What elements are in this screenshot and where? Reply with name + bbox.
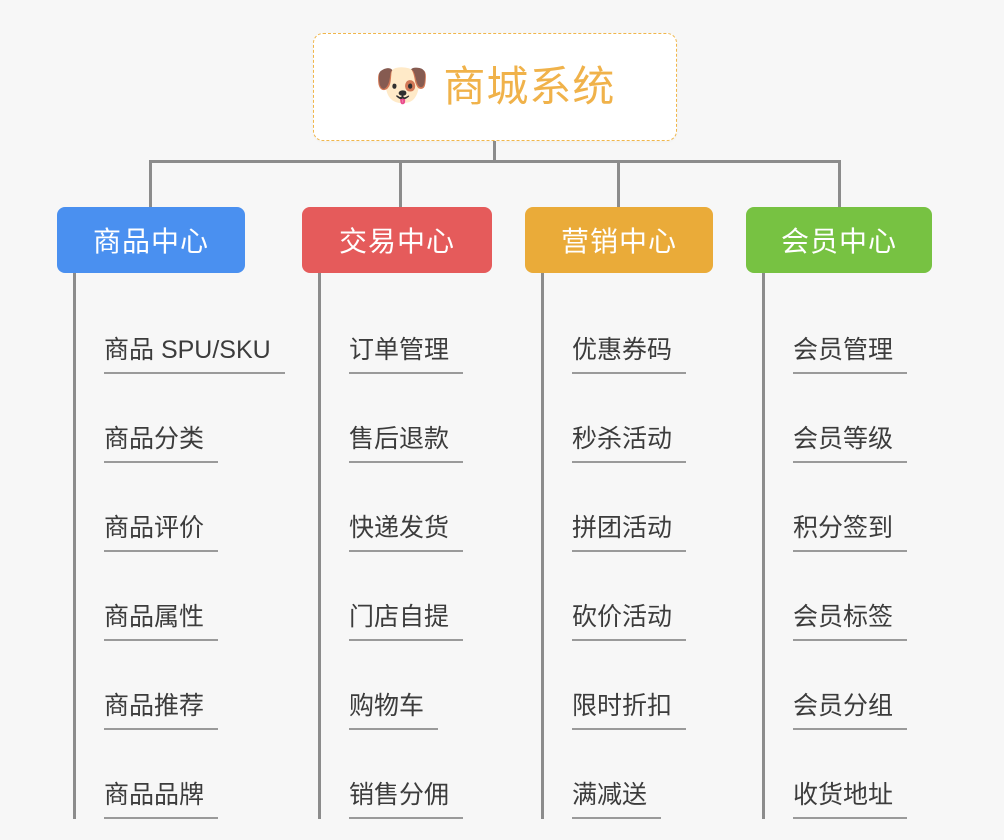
list-item[interactable]: 商品评价 — [76, 463, 285, 552]
root-node[interactable]: 🐶 商城系统 — [313, 33, 677, 141]
connector-root-stem — [493, 141, 496, 163]
leaf-label: 商品分类 — [104, 425, 219, 463]
leaf-label: 会员标签 — [793, 603, 908, 641]
list-item[interactable]: 秒杀活动 — [544, 374, 713, 463]
dog-face-icon: 🐶 — [374, 61, 430, 110]
leaf-label: 商品推荐 — [104, 692, 219, 730]
leaf-label: 售后退款 — [349, 425, 464, 463]
list-item[interactable]: 快递发货 — [321, 463, 492, 552]
list-item[interactable]: 销售分佣 — [321, 730, 492, 819]
branch-body-product-center: 商品 SPU/SKU 商品分类 商品评价 商品属性 商品推荐 商品品牌 — [73, 273, 285, 819]
leaf-label: 会员分组 — [793, 692, 908, 730]
branch-member-center: 会员中心 会员管理 会员等级 积分签到 会员标签 会员分组 收货地址 — [746, 207, 932, 819]
root-title: 商城系统 — [443, 63, 616, 110]
leaf-label: 会员等级 — [793, 425, 908, 463]
list-item[interactable]: 优惠券码 — [544, 285, 713, 374]
list-item[interactable]: 商品品牌 — [76, 730, 285, 819]
list-item[interactable]: 订单管理 — [321, 285, 492, 374]
leaf-label: 满减送 — [572, 781, 662, 819]
leaf-label: 销售分佣 — [349, 781, 464, 819]
branch-product-center: 商品中心 商品 SPU/SKU 商品分类 商品评价 商品属性 商品推荐 商品品牌 — [57, 207, 285, 819]
list-item[interactable]: 拼团活动 — [544, 463, 713, 552]
connector-drop-product-center — [149, 160, 152, 208]
leaf-label: 快递发货 — [349, 514, 464, 552]
leaf-label: 商品评价 — [104, 514, 219, 552]
leaf-label: 商品属性 — [104, 603, 219, 641]
connector-drop-member-center — [838, 160, 841, 208]
leaf-label: 优惠券码 — [572, 336, 687, 374]
list-item[interactable]: 砍价活动 — [544, 552, 713, 641]
branch-body-marketing-center: 优惠券码 秒杀活动 拼团活动 砍价活动 限时折扣 满减送 — [541, 273, 713, 819]
list-item[interactable]: 门店自提 — [321, 552, 492, 641]
leaf-label: 收货地址 — [793, 781, 908, 819]
list-item[interactable]: 限时折扣 — [544, 641, 713, 730]
list-item[interactable]: 积分签到 — [765, 463, 932, 552]
list-item[interactable]: 商品推荐 — [76, 641, 285, 730]
leaf-label: 门店自提 — [349, 603, 464, 641]
leaf-label: 购物车 — [349, 692, 439, 730]
list-item[interactable]: 售后退款 — [321, 374, 492, 463]
list-item[interactable]: 会员分组 — [765, 641, 932, 730]
list-item[interactable]: 购物车 — [321, 641, 492, 730]
branch-body-member-center: 会员管理 会员等级 积分签到 会员标签 会员分组 收货地址 — [762, 273, 932, 819]
branch-header-marketing-center[interactable]: 营销中心 — [525, 207, 713, 273]
leaf-label: 限时折扣 — [572, 692, 687, 730]
list-item[interactable]: 商品分类 — [76, 374, 285, 463]
connector-drop-trade-center — [399, 160, 402, 208]
leaf-label: 商品 SPU/SKU — [104, 336, 285, 374]
list-item[interactable]: 会员标签 — [765, 552, 932, 641]
branch-header-member-center[interactable]: 会员中心 — [746, 207, 932, 273]
list-item[interactable]: 满减送 — [544, 730, 713, 819]
leaf-label: 商品品牌 — [104, 781, 219, 819]
leaf-label: 拼团活动 — [572, 514, 687, 552]
branch-marketing-center: 营销中心 优惠券码 秒杀活动 拼团活动 砍价活动 限时折扣 满减送 — [525, 207, 713, 819]
leaf-label: 砍价活动 — [572, 603, 687, 641]
leaf-label: 积分签到 — [793, 514, 908, 552]
branch-header-product-center[interactable]: 商品中心 — [57, 207, 245, 273]
leaf-label: 会员管理 — [793, 336, 908, 374]
list-item[interactable]: 商品 SPU/SKU — [76, 285, 285, 374]
branch-body-trade-center: 订单管理 售后退款 快递发货 门店自提 购物车 销售分佣 — [318, 273, 492, 819]
branch-trade-center: 交易中心 订单管理 售后退款 快递发货 门店自提 购物车 销售分佣 — [302, 207, 492, 819]
connector-horizontal-bus — [149, 160, 841, 163]
list-item[interactable]: 会员管理 — [765, 285, 932, 374]
list-item[interactable]: 会员等级 — [765, 374, 932, 463]
leaf-label: 订单管理 — [349, 336, 464, 374]
list-item[interactable]: 收货地址 — [765, 730, 932, 819]
branch-header-trade-center[interactable]: 交易中心 — [302, 207, 492, 273]
list-item[interactable]: 商品属性 — [76, 552, 285, 641]
connector-drop-marketing-center — [617, 160, 620, 208]
leaf-label: 秒杀活动 — [572, 425, 687, 463]
